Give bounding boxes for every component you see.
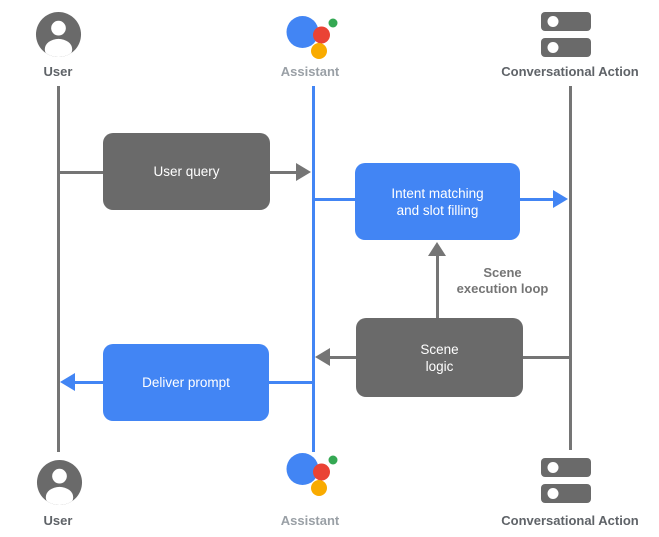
assistant-icon <box>276 442 346 502</box>
intent-arrowhead-icon <box>553 190 568 208</box>
deliver-prompt-box: Deliver prompt <box>103 344 269 421</box>
assistant-icon <box>276 5 346 65</box>
intent-matching-box-label-line1: Intent matching <box>391 185 484 201</box>
scene-logic-arrowhead-icon <box>315 348 330 366</box>
assistant-lifeline <box>311 86 315 452</box>
scene-logic-box-label-line1: Scene <box>420 341 459 357</box>
user-query-box-label: User query <box>153 164 220 179</box>
user-icon <box>36 459 83 506</box>
assistant-label-bottom: Assistant <box>280 513 340 528</box>
deliver-prompt-box-label: Deliver prompt <box>142 375 230 390</box>
scene-execution-loop-label: Scene execution loop <box>440 265 565 296</box>
scene-execution-loop-label-line2: execution loop <box>456 280 549 296</box>
user-query-box: User query <box>103 133 270 210</box>
assistant-label-top: Assistant <box>280 64 340 79</box>
user-lifeline <box>56 86 60 452</box>
user-label-top: User <box>43 64 73 79</box>
intent-matching-box-label-line2: and slot filling <box>396 202 479 218</box>
servers-icon <box>541 458 591 504</box>
user-query-arrowhead-icon <box>296 163 311 181</box>
action-lifeline <box>568 86 572 450</box>
servers-icon <box>541 12 591 58</box>
scene-execution-loop-label-line1: Scene <box>483 265 522 280</box>
user-label-bottom: User <box>43 513 73 528</box>
action-label-top: Conversational Action <box>501 64 639 79</box>
action-label-bottom: Conversational Action <box>501 513 639 528</box>
scene-logic-box-label-line2: logic <box>425 358 454 374</box>
user-icon <box>35 11 82 58</box>
scene-logic-box: Scene logic <box>356 318 523 397</box>
deliver-prompt-arrowhead-icon <box>60 373 75 391</box>
intent-matching-box: Intent matching and slot filling <box>355 163 520 240</box>
scene-loop-arrowhead-icon <box>428 242 446 256</box>
scene-loop-arrow-line <box>435 254 439 318</box>
